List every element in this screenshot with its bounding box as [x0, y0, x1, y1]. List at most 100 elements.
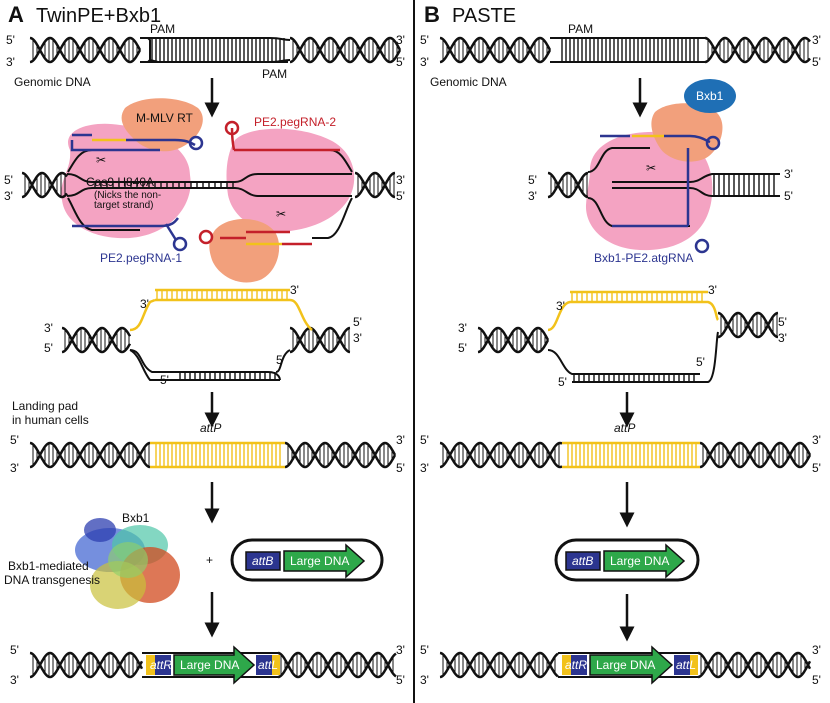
a-cas9-blob-1 — [61, 123, 191, 239]
b2-end-br: 5' — [784, 189, 793, 203]
a3-end-tl: 3' — [44, 321, 53, 335]
a3-gold-rungs — [156, 290, 288, 300]
a3-end-bottom: 5' — [160, 373, 169, 387]
a6-end-tl: 5' — [10, 643, 19, 657]
b-attp-label: attP — [614, 421, 635, 435]
b3-end-gold-l: 3' — [556, 299, 565, 313]
helix-strand-top — [704, 36, 811, 64]
a3-right-helix — [289, 326, 351, 354]
b6-end-br: 5' — [812, 673, 821, 687]
b4-gold-rungs — [567, 443, 697, 467]
a-bxb1-protein-icon — [75, 518, 180, 609]
a-plasmid-attb-label: attB — [252, 554, 273, 568]
helix-strand-top — [29, 36, 142, 64]
b4-end-tr: 3' — [812, 433, 821, 447]
helix-strand-bottom — [21, 171, 68, 199]
a4-end-tl: 5' — [10, 433, 19, 447]
b-scissors-icon: ✂ — [646, 161, 656, 175]
a-landing-label-1: Landing pad — [12, 399, 78, 413]
b3-end-bottom: 5' — [558, 375, 567, 389]
helix-strand-bottom — [29, 651, 144, 679]
a-rt-blob-1 — [121, 98, 203, 152]
a-flap-intermediate: 3' 3' 3' 5' 5' 3' 5' 5' — [44, 283, 362, 387]
a-mediated-label-2: DNA transgenesis — [4, 573, 100, 587]
helix-strand-top — [354, 171, 396, 199]
b-pam-label: PAM — [568, 22, 593, 36]
b-attl-box — [674, 655, 690, 675]
a-pam-bottom: PAM — [262, 67, 287, 81]
a-attp-label: attP — [200, 421, 221, 435]
b1-left-helix — [439, 36, 552, 64]
b-genomic-dna: 5' 3' 3' 5' — [420, 33, 821, 69]
a-mediated-label-1: Bxb1-mediated — [8, 559, 89, 573]
b-plasmid-attb-box — [565, 551, 601, 571]
a-scissors-icon-1: ✂ — [96, 153, 106, 167]
b6-right-helix — [697, 651, 812, 679]
b3-black-rungs — [573, 374, 695, 382]
panel-b-letter: B — [424, 2, 440, 27]
helix-strand-top — [21, 171, 68, 199]
a3-end-bl: 5' — [44, 341, 53, 355]
a4-left-helix — [29, 441, 151, 469]
a-large-dna-arrow — [173, 645, 256, 685]
helix-strand-bottom — [61, 326, 132, 354]
a-donor-plasmid: attB Large DNA — [230, 538, 384, 582]
b6-end-tr: 3' — [812, 643, 821, 657]
helix-strand-bottom — [439, 36, 552, 64]
b6-end-tl: 5' — [420, 643, 429, 657]
b-plasmid-large-dna-label: Large DNA — [610, 554, 669, 568]
helix-strand-top — [439, 651, 559, 679]
b2-left-helix — [547, 171, 589, 199]
helix-strand-bottom — [29, 441, 151, 469]
a-twinpe-complex: ✂ ✂ 5' 3' 3' 5' — [4, 98, 405, 283]
helix-strand-bottom — [699, 441, 812, 469]
a4-gold-rungs — [155, 443, 281, 467]
a2-end-tr: 3' — [396, 173, 405, 187]
b2-end-tr: 3' — [784, 167, 793, 181]
helix-strand-bottom — [29, 36, 142, 64]
b-attl-label: attL — [676, 658, 696, 672]
helix-strand-bottom — [547, 171, 589, 199]
b-attr-label: attR — [565, 658, 587, 672]
a1-rungs — [151, 38, 285, 62]
a-rt-blob-2 — [209, 218, 280, 283]
b1-end-tr: 3' — [812, 33, 821, 47]
b-rt-blob — [651, 103, 723, 162]
b3-end-br: 3' — [778, 331, 787, 345]
panel-a-title: TwinPE+Bxb1 — [36, 5, 161, 27]
a2-left-helix — [21, 171, 68, 199]
a-nicks-label-2: target strand) — [94, 200, 153, 211]
a3-end-inner: 5' — [276, 353, 285, 367]
b3-end-bl: 5' — [458, 341, 467, 355]
helix-strand-top — [61, 326, 132, 354]
a-nicks-label-1: (Nicks the non- — [94, 190, 161, 201]
helix-strand-top — [547, 171, 589, 199]
a3-end-tr: 5' — [353, 315, 362, 329]
b-plasmid-attb-label: attB — [572, 554, 593, 568]
a-mmlv-rt-label: M-MLV RT — [136, 111, 194, 125]
a-plus-sign: + — [206, 553, 213, 567]
helix-strand-bottom — [289, 36, 402, 64]
helix-strand-bottom — [704, 36, 811, 64]
b-landing-pad: 5' 3' 3' 5' — [420, 433, 821, 475]
helix-strand-top — [277, 651, 397, 679]
b3-gold-rungs — [571, 292, 703, 302]
a-landing-label-2: in human cells — [12, 413, 89, 427]
a-pegrna1-label: PE2.pegRNA-1 — [100, 251, 182, 265]
b-plasmid-large-dna-arrow — [603, 543, 686, 579]
a3-end-gold-l: 3' — [140, 297, 149, 311]
a2-end-br: 5' — [396, 189, 405, 203]
b-bxb1-oval — [684, 79, 736, 113]
b-donor-plasmid: attB Large DNA — [554, 538, 700, 582]
helix-strand-bottom — [277, 651, 397, 679]
b-integrated-product: attR Large DNA attL 5' 3' 3' 5' — [420, 643, 821, 687]
b-cas9-blob — [585, 131, 713, 251]
helix-strand-top — [699, 441, 812, 469]
b2-right-rungs — [713, 174, 775, 196]
b-attr-box — [571, 655, 587, 675]
a2-rungs — [94, 182, 234, 188]
a-genomic-dna: 5' 3' 3' 5' — [6, 33, 405, 69]
helix-strand-top — [29, 651, 144, 679]
a-integrated-product: attR Large DNA attL 5' 3' 3' 5' — [10, 643, 405, 687]
b-large-dna-arrow — [589, 645, 674, 685]
